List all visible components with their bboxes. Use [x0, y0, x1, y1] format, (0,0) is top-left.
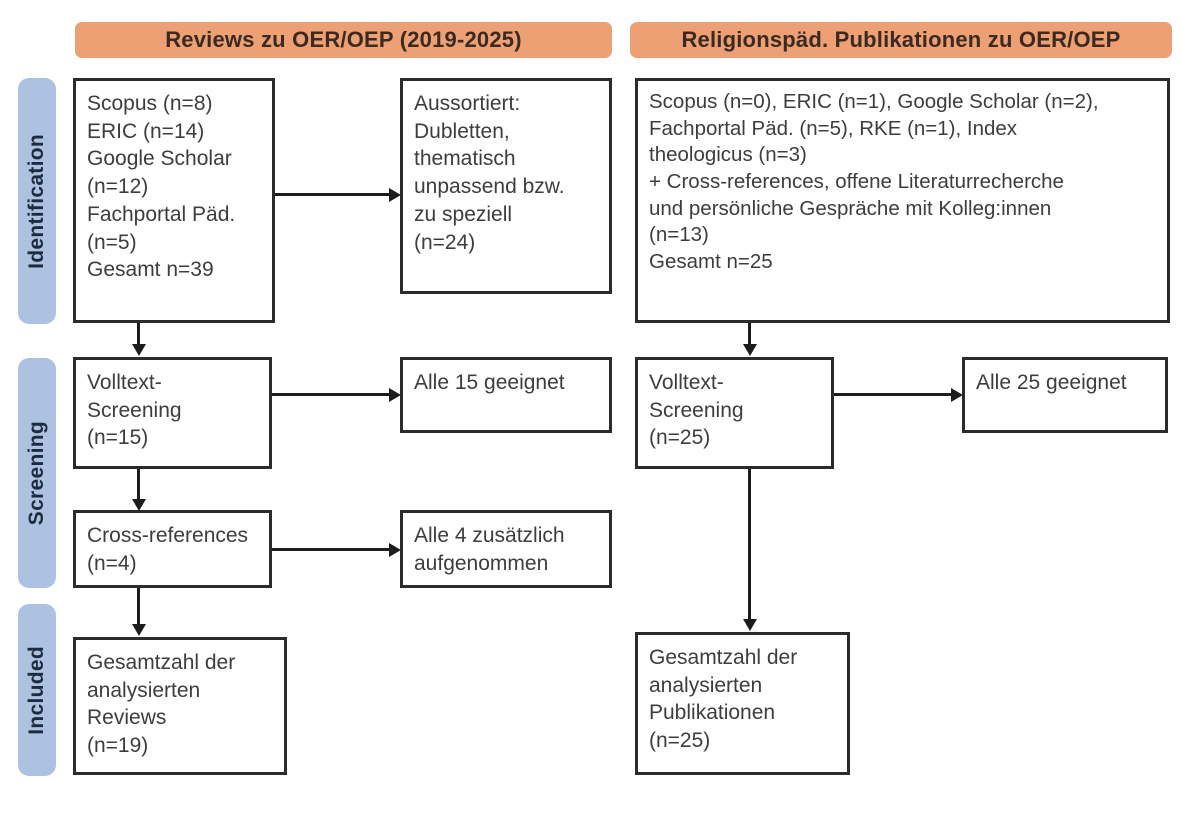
box-left-included-total: Gesamtzahl der analysierten Reviews (n=1… [73, 637, 287, 775]
connector-right-fulltext-to-included [748, 469, 751, 620]
arrowhead-left-sources-to-excluded [389, 188, 401, 202]
column-header-right: Religionspäd. Publikationen zu OER/OEP [630, 22, 1172, 58]
arrowhead-left-fulltext-to-crossrefs [132, 499, 146, 511]
arrowhead-right-fulltext-to-eligible [951, 388, 963, 402]
connector-left-crossrefs-to-included [137, 588, 140, 625]
connector-left-fulltext-to-crossrefs [137, 469, 140, 500]
box-right-identification-sources: Scopus (n=0), ERIC (n=1), Google Scholar… [635, 78, 1170, 323]
connector-left-fulltext-to-eligible [272, 393, 390, 396]
box-left-screening-fulltext: Volltext- Screening (n=15) [73, 357, 272, 469]
stage-pill-included-label: Included [25, 645, 48, 735]
box-left-identification-excluded: Aussortiert: Dubletten, thematisch unpas… [400, 78, 612, 294]
stage-pill-identification: Identification [18, 78, 56, 324]
arrowhead-left-crossrefs-to-added [389, 543, 401, 557]
box-left-identification-sources: Scopus (n=8) ERIC (n=14) Google Scholar … [73, 78, 275, 323]
stage-pill-screening-label: Screening [25, 420, 48, 526]
stage-pill-included: Included [18, 604, 56, 776]
connector-left-crossrefs-to-added [272, 548, 390, 551]
connector-right-fulltext-to-eligible [834, 393, 952, 396]
column-header-left-label: Reviews zu OER/OEP (2019-2025) [165, 27, 522, 52]
arrowhead-right-fulltext-to-included [743, 619, 757, 631]
connector-left-sources-to-excluded [275, 193, 390, 196]
arrowhead-left-sources-to-fulltext [132, 344, 146, 356]
box-right-screening-fulltext: Volltext- Screening (n=25) [635, 357, 834, 469]
box-left-screening-crossrefs-added: Alle 4 zusätzlich aufgenommen [400, 510, 612, 588]
box-left-screening-eligible: Alle 15 geeignet [400, 357, 612, 433]
box-left-screening-crossrefs: Cross-references (n=4) [73, 510, 272, 588]
box-right-included-total: Gesamtzahl der analysierten Publikatione… [635, 632, 850, 775]
column-header-left: Reviews zu OER/OEP (2019-2025) [75, 22, 612, 58]
connector-right-sources-to-fulltext [748, 323, 751, 345]
arrowhead-left-crossrefs-to-included [132, 624, 146, 636]
arrowhead-right-sources-to-fulltext [743, 344, 757, 356]
connector-left-sources-to-fulltext [137, 323, 140, 345]
column-header-right-label: Religionspäd. Publikationen zu OER/OEP [681, 27, 1121, 52]
stage-pill-screening: Screening [18, 358, 56, 588]
box-right-screening-eligible: Alle 25 geeignet [962, 357, 1168, 433]
arrowhead-left-fulltext-to-eligible [389, 388, 401, 402]
stage-pill-identification-label: Identification [25, 133, 48, 269]
